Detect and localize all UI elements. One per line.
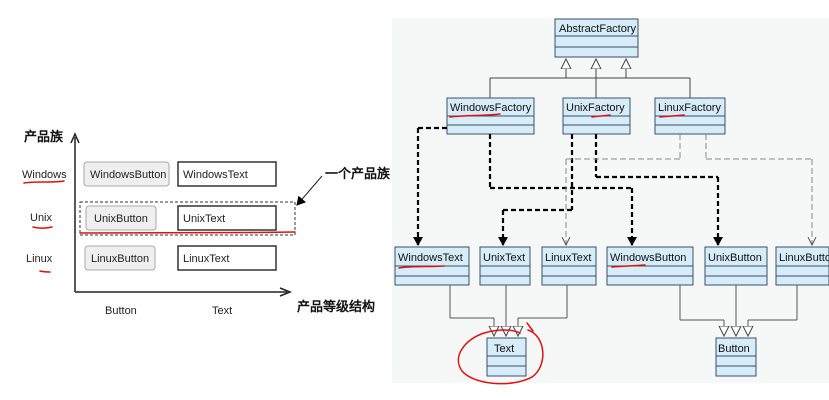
column-label-button: Button bbox=[105, 305, 137, 317]
row-label-windows: Windows bbox=[22, 169, 67, 181]
unix-factory-dependencies bbox=[498, 134, 723, 246]
class-name: Text bbox=[494, 343, 514, 355]
class-name: LinuxButton bbox=[779, 252, 829, 264]
windows-text-label: WindowsText bbox=[183, 169, 248, 181]
red-annotations-left bbox=[23, 180, 296, 273]
x-axis-label: 产品等级结构 bbox=[297, 299, 375, 315]
class-unix-text: UnixText bbox=[479, 246, 531, 286]
class-name: UnixFactory bbox=[566, 102, 625, 114]
windows-text-sample bbox=[177, 161, 277, 187]
class-linux-text: LinuxText bbox=[541, 246, 597, 286]
red-annotations-uml bbox=[398, 113, 685, 385]
class-name: WindowsButton bbox=[610, 252, 686, 264]
underline-windows bbox=[23, 180, 65, 184]
family-annotation: 一个产品族 bbox=[325, 166, 391, 182]
y-axis-arrow bbox=[70, 132, 80, 144]
uml-class-diagram: AbstractFactory WindowsFactory UnixFacto… bbox=[392, 18, 829, 385]
unix-button-sample bbox=[85, 205, 157, 231]
underline-windows-factory bbox=[449, 113, 501, 118]
class-windows-button: WindowsButton bbox=[606, 246, 694, 286]
underline-windows-button bbox=[611, 264, 646, 268]
underline-unix bbox=[32, 226, 53, 229]
unix-button-label: UnixButton bbox=[94, 213, 148, 225]
class-name: AbstractFactory bbox=[559, 23, 637, 35]
product-family-chart: 产品族 产品等级结构 一个产品族 Windows Unix Linux Butt… bbox=[22, 129, 391, 317]
linux-button-sample bbox=[84, 245, 156, 271]
linux-button-label: LinuxButton bbox=[91, 253, 149, 265]
underline-unix-factory bbox=[591, 114, 611, 118]
x-axis-arrow bbox=[279, 287, 293, 297]
column-label-text: Text bbox=[212, 305, 232, 317]
windows-factory-dependencies bbox=[413, 126, 637, 246]
linux-text-label: LinuxText bbox=[183, 253, 229, 265]
windows-button-label: WindowsButton bbox=[90, 169, 166, 181]
underline-linux-factory bbox=[659, 114, 685, 118]
windows-button-sample bbox=[83, 161, 170, 187]
family-annotation-arrow bbox=[296, 175, 323, 206]
class-name: WindowsFactory bbox=[450, 102, 532, 114]
button-inheritance-lines bbox=[679, 285, 798, 336]
class-name: WindowsText bbox=[398, 252, 463, 264]
circle-text-interface bbox=[457, 329, 544, 385]
class-button-interface: Button bbox=[715, 337, 757, 377]
underline-windows-text bbox=[398, 265, 445, 269]
class-name: LinuxFactory bbox=[658, 102, 721, 114]
class-unix-button: UnixButton bbox=[704, 246, 768, 286]
unix-text-label: UnixText bbox=[183, 213, 225, 225]
class-abstract-factory: AbstractFactory bbox=[554, 18, 639, 58]
linux-text-sample bbox=[177, 245, 277, 271]
underline-family-row bbox=[79, 231, 296, 234]
underline-linux bbox=[39, 270, 51, 273]
class-name: Button bbox=[718, 343, 750, 355]
row-label-unix: Unix bbox=[30, 212, 53, 224]
class-linux-button: LinuxButton bbox=[775, 246, 829, 286]
text-inheritance-lines bbox=[449, 285, 568, 336]
class-name: UnixText bbox=[483, 252, 525, 264]
uml-background bbox=[392, 18, 829, 383]
product-family-box bbox=[79, 201, 296, 236]
linux-factory-dependencies bbox=[566, 134, 812, 245]
y-axis-label: 产品族 bbox=[24, 129, 64, 145]
class-name: UnixButton bbox=[708, 252, 762, 264]
row-label-linux: Linux bbox=[26, 253, 53, 265]
factory-inheritance-lines bbox=[489, 59, 691, 98]
circle-tail bbox=[526, 322, 534, 332]
class-name: LinuxText bbox=[545, 252, 591, 264]
class-text-interface: Text bbox=[486, 337, 527, 377]
unix-text-sample bbox=[177, 205, 277, 231]
